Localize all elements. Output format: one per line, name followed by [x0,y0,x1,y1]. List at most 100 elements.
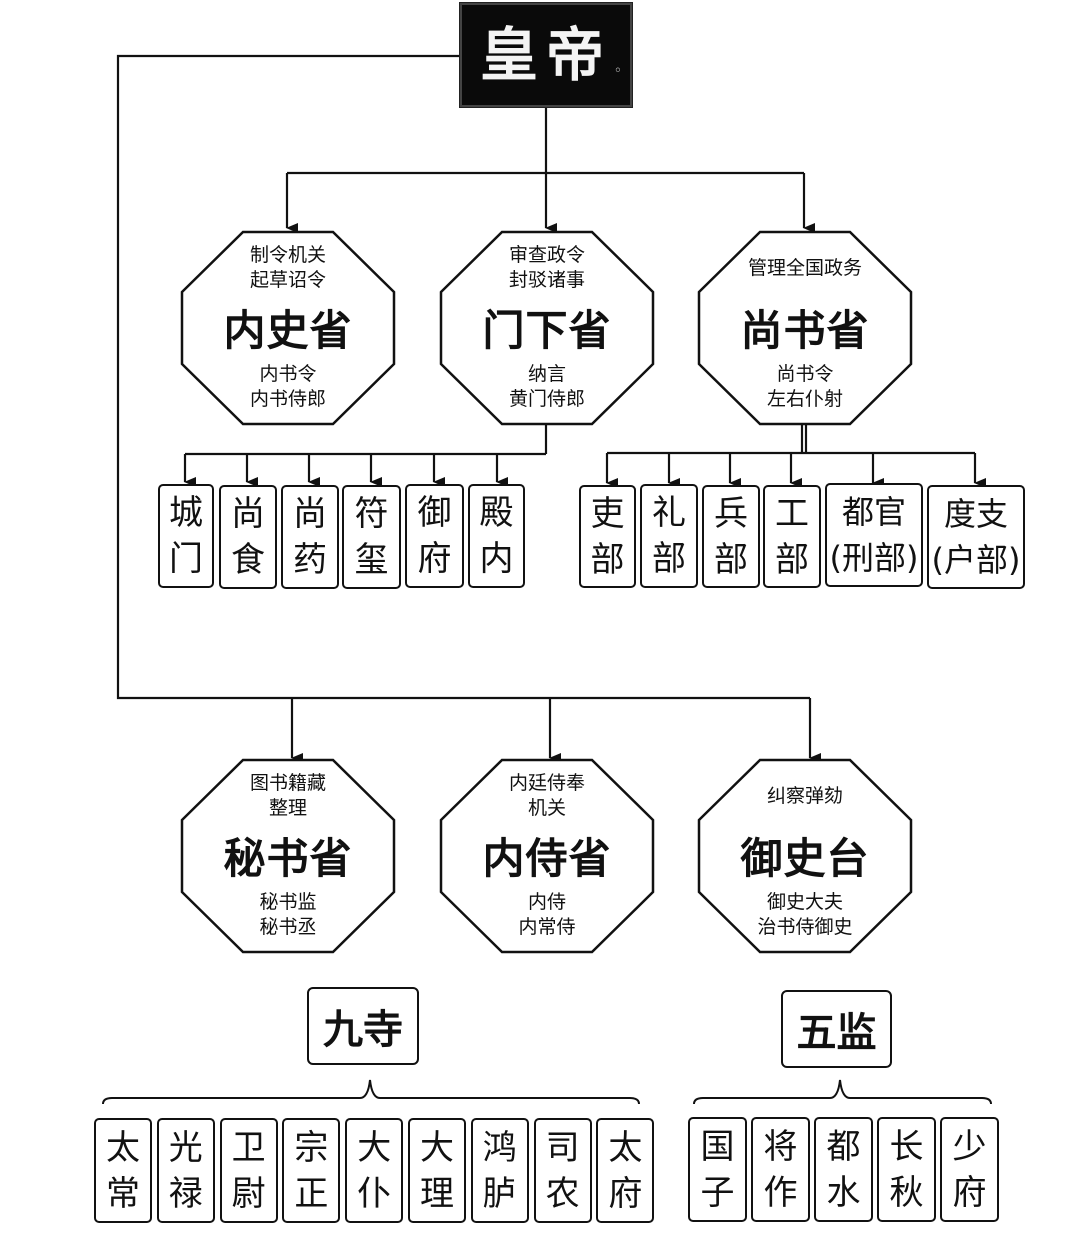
menxia-bureau-box-text: 殿 [479,493,514,533]
description-line: 审查政令 [508,244,585,266]
five-directorates-box: 都水 [814,1117,873,1222]
nine-courts-box-text: 正 [294,1173,329,1214]
nine-courts-box: 宗正 [282,1118,341,1223]
shangshu-ministry-box-text: (户部) [931,541,1021,579]
nine-courts-box-text: 光 [168,1127,203,1168]
description-line: 封驳诸事 [508,269,585,291]
shangshu-ministry-box-text: 部 [775,539,809,580]
neishi-sheng-office-node: 内廷侍奉机关内侍省内侍内常侍 [439,758,655,954]
menxia-bureau-box-text: 尚 [293,494,327,534]
office-description: 图书籍藏整理 [250,770,326,822]
mishu-office-node: 图书籍藏整理秘书省秘书监秘书丞 [180,758,396,954]
shangshu-ministry-box: 度支 (户部) [927,485,1025,589]
menxia-bureau-box: 尚药 [281,485,339,589]
office-officials: 秘书监秘书丞 [259,890,316,940]
official-title: 御史大夫 [766,891,843,913]
nine-courts-box: 大仆 [345,1118,404,1223]
nine-courts-box: 光禄 [156,1118,215,1223]
official-title: 黄门侍郎 [508,388,585,410]
nine-courts-box-text: 卫 [231,1127,266,1168]
nine-courts-title: 九寺 [323,1007,403,1053]
menxia-bureau-box: 城门 [158,484,214,588]
office-description: 制令机关起草诏令 [250,242,326,294]
office-description: 管理全国政务 [748,242,862,294]
five-directorates-box-text: 秋 [889,1172,924,1213]
menxia-office-node: 审查政令封驳诸事门下省纳言黄门侍郎 [439,230,655,426]
menxia-bureau-box-text: 御 [417,493,452,533]
office-officials: 尚书令左右仆射 [767,362,843,412]
five-directorates-box-text: 都 [826,1126,861,1167]
shangshu-ministry-box-text: (刑部) [829,539,919,577]
shangshu-ministry-box: 吏部 [579,485,636,588]
yushi-office-node: 纠察弹劾御史台御史大夫治书侍御史 [697,758,913,954]
office-name: 门下省 [482,306,612,355]
nine-courts-box-text: 太 [608,1127,643,1168]
shangshu-ministry-box-text: 礼 [652,493,686,533]
nine-courts-box-text: 司 [545,1127,580,1168]
menxia-bureau-box: 符玺 [342,485,401,589]
official-title: 秘书丞 [259,916,317,938]
neishi-office-node: 制令机关起草诏令内史省内书令内书侍郎 [180,230,396,426]
five-directorates-box: 少府 [940,1117,999,1222]
official-title: 纳言 [527,363,566,385]
shangshu-ministry-box-text: 部 [714,539,748,580]
left-loop-line [116,54,810,700]
description-line: 图书籍藏 [249,772,326,794]
description-line: 机关 [527,797,566,819]
office-officials: 内侍内常侍 [518,890,575,940]
shangshu-ministry-box-text: 兵 [714,493,748,534]
office-name: 秘书省 [223,834,353,883]
five-directorates-box: 将作 [751,1117,810,1222]
shangshu-ministry-box: 礼部 [640,484,698,588]
description-line: 整理 [268,797,307,819]
five-directorates-box-text: 子 [700,1172,735,1213]
five-directorates-title: 五监 [796,1010,877,1056]
nine-courts-box-text: 常 [106,1173,140,1214]
five-directorates-box-text: 国 [700,1126,735,1167]
shangshu-ministry-box: 都官 (刑部) [825,483,923,587]
nine-courts-title-box: 九寺 [307,987,419,1065]
nine-courts-box: 太府 [596,1118,655,1223]
description-line: 管理全国政务 [747,256,862,279]
menxia-bureau-box: 殿内 [468,484,525,588]
menxia-bureau-box-text: 内 [479,539,514,579]
official-title: 秘书监 [259,891,317,913]
nine-courts-box-text: 理 [420,1173,454,1214]
official-title: 内书令 [259,363,317,385]
description-line: 内廷侍奉 [508,772,585,794]
office-description: 内廷侍奉机关 [509,770,585,822]
nine-courts-box-text: 太 [106,1127,140,1168]
shangshu-ministry-box-text: 度支 [943,495,1008,533]
shangshu-ministry-box-text: 部 [652,539,686,579]
five-directorates-title-box: 五监 [781,990,892,1068]
five-directorates-box: 国子 [688,1117,747,1222]
nine-courts-box: 司农 [533,1118,592,1223]
menxia-bureau-box-text: 门 [169,539,203,579]
shangshu-ministry-box-text: 吏 [590,493,625,534]
shangshu-office-node: 管理全国政务尚书省尚书令左右仆射 [697,230,913,426]
shangshu-ministry-box-text: 部 [590,539,625,580]
office-officials: 纳言黄门侍郎 [509,362,585,412]
official-title: 治书侍御史 [757,916,853,938]
description-line: 起草诏令 [249,269,326,291]
description-line: 纠察弹劾 [766,784,843,807]
menxia-bureau-box-text: 食 [231,540,265,580]
official-title: 内侍 [527,891,566,913]
nine-courts-box-text: 胪 [482,1173,517,1214]
five-directorates-box-text: 将 [763,1126,798,1167]
menxia-bureau-box-text: 府 [417,539,452,579]
circle-mark-icon: ◦ [613,63,622,79]
nine-courts-box-text: 大 [420,1127,454,1168]
nine-courts-box-text: 大 [357,1127,392,1168]
emperor-box: 皇帝 ◦ [459,2,633,108]
nine-courts-box: 太常 [94,1118,152,1223]
five-directorates-box-text: 府 [952,1172,987,1213]
five-directorates-box-text: 作 [763,1172,798,1213]
menxia-bureau-box-text: 尚 [231,494,265,534]
menxia-bureau-box-text: 药 [293,540,327,580]
shangshu-ministry-box: 兵部 [702,485,760,588]
shangshu-ministry-box-text: 都官 [841,493,906,531]
five-directorates-box-text: 长 [889,1126,924,1167]
office-name: 尚书省 [740,306,870,355]
